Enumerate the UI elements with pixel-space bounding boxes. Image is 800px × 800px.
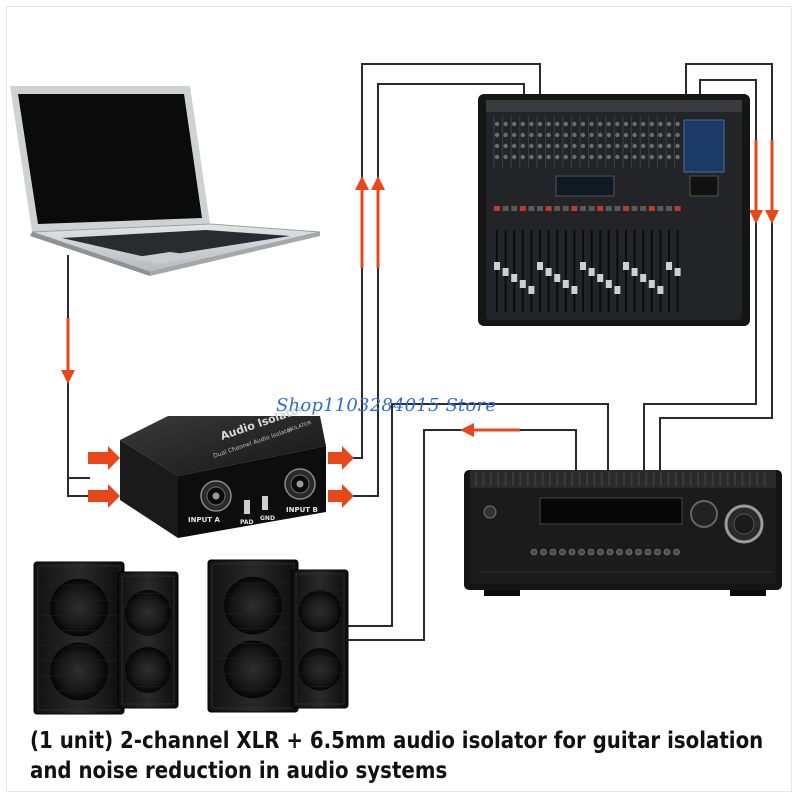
cable-laptop-to-isolator-b xyxy=(67,478,90,497)
speaker-cabinet xyxy=(291,569,349,709)
caption-line-2: and noise reduction in audio systems xyxy=(30,758,448,784)
pad-switch xyxy=(244,500,250,514)
isolator-pad-label: PAD xyxy=(240,519,253,526)
cable-isolator-to-mixer-2 xyxy=(348,83,525,497)
speakers xyxy=(33,559,349,715)
arrow-down-mixer-out-2 xyxy=(765,140,779,224)
isolator-gnd-label: GND xyxy=(260,515,275,522)
arrow-up-to-mixer-1 xyxy=(355,176,369,268)
cables xyxy=(67,63,773,641)
cable-mixer-to-amp-1 xyxy=(659,63,773,470)
arrow-down-mixer-out-1 xyxy=(749,140,763,224)
signal-arrows xyxy=(61,140,779,508)
arrow-amp-left xyxy=(460,423,520,437)
product-caption: (1 unit) 2-channel XLR + 6.5mm audio iso… xyxy=(30,726,764,786)
speaker-cabinet xyxy=(33,561,125,715)
cable-mixer-to-amp-2 xyxy=(643,79,757,470)
mixer-channel-strips xyxy=(493,116,681,312)
gnd-switch xyxy=(262,496,268,510)
arrow-isolator-in-2 xyxy=(88,484,120,508)
cable-isolator-to-mixer-1 xyxy=(340,63,541,459)
arrow-laptop-down xyxy=(61,318,75,384)
receiver-buttons xyxy=(480,548,772,573)
cable-amp-return-2 xyxy=(348,429,577,641)
isolator-input-a-label: INPUT A xyxy=(188,516,220,524)
isolator-input-b-label: INPUT B xyxy=(286,506,318,514)
av-receiver xyxy=(464,470,782,596)
audio-isolator: Audio Isolator Dual Channel Audio Isolat… xyxy=(120,402,326,538)
receiver-vents xyxy=(475,472,766,486)
arrow-up-to-mixer-2 xyxy=(371,176,385,268)
caption-line-1: (1 unit) 2-channel XLR + 6.5mm audio iso… xyxy=(30,728,764,754)
arrow-isolator-out-1 xyxy=(328,446,354,470)
arrow-isolator-in-1 xyxy=(88,446,120,470)
xlr-jack-input-a xyxy=(200,480,232,512)
image-border xyxy=(6,6,792,792)
laptop xyxy=(10,86,321,276)
store-watermark: Shop1103284015 Store xyxy=(276,395,497,416)
mixing-console xyxy=(478,94,750,326)
speaker-cabinet xyxy=(117,571,179,709)
arrow-isolator-out-2 xyxy=(328,484,354,508)
xlr-jack-input-b xyxy=(284,468,316,500)
cable-amp-return-1 xyxy=(348,403,609,627)
